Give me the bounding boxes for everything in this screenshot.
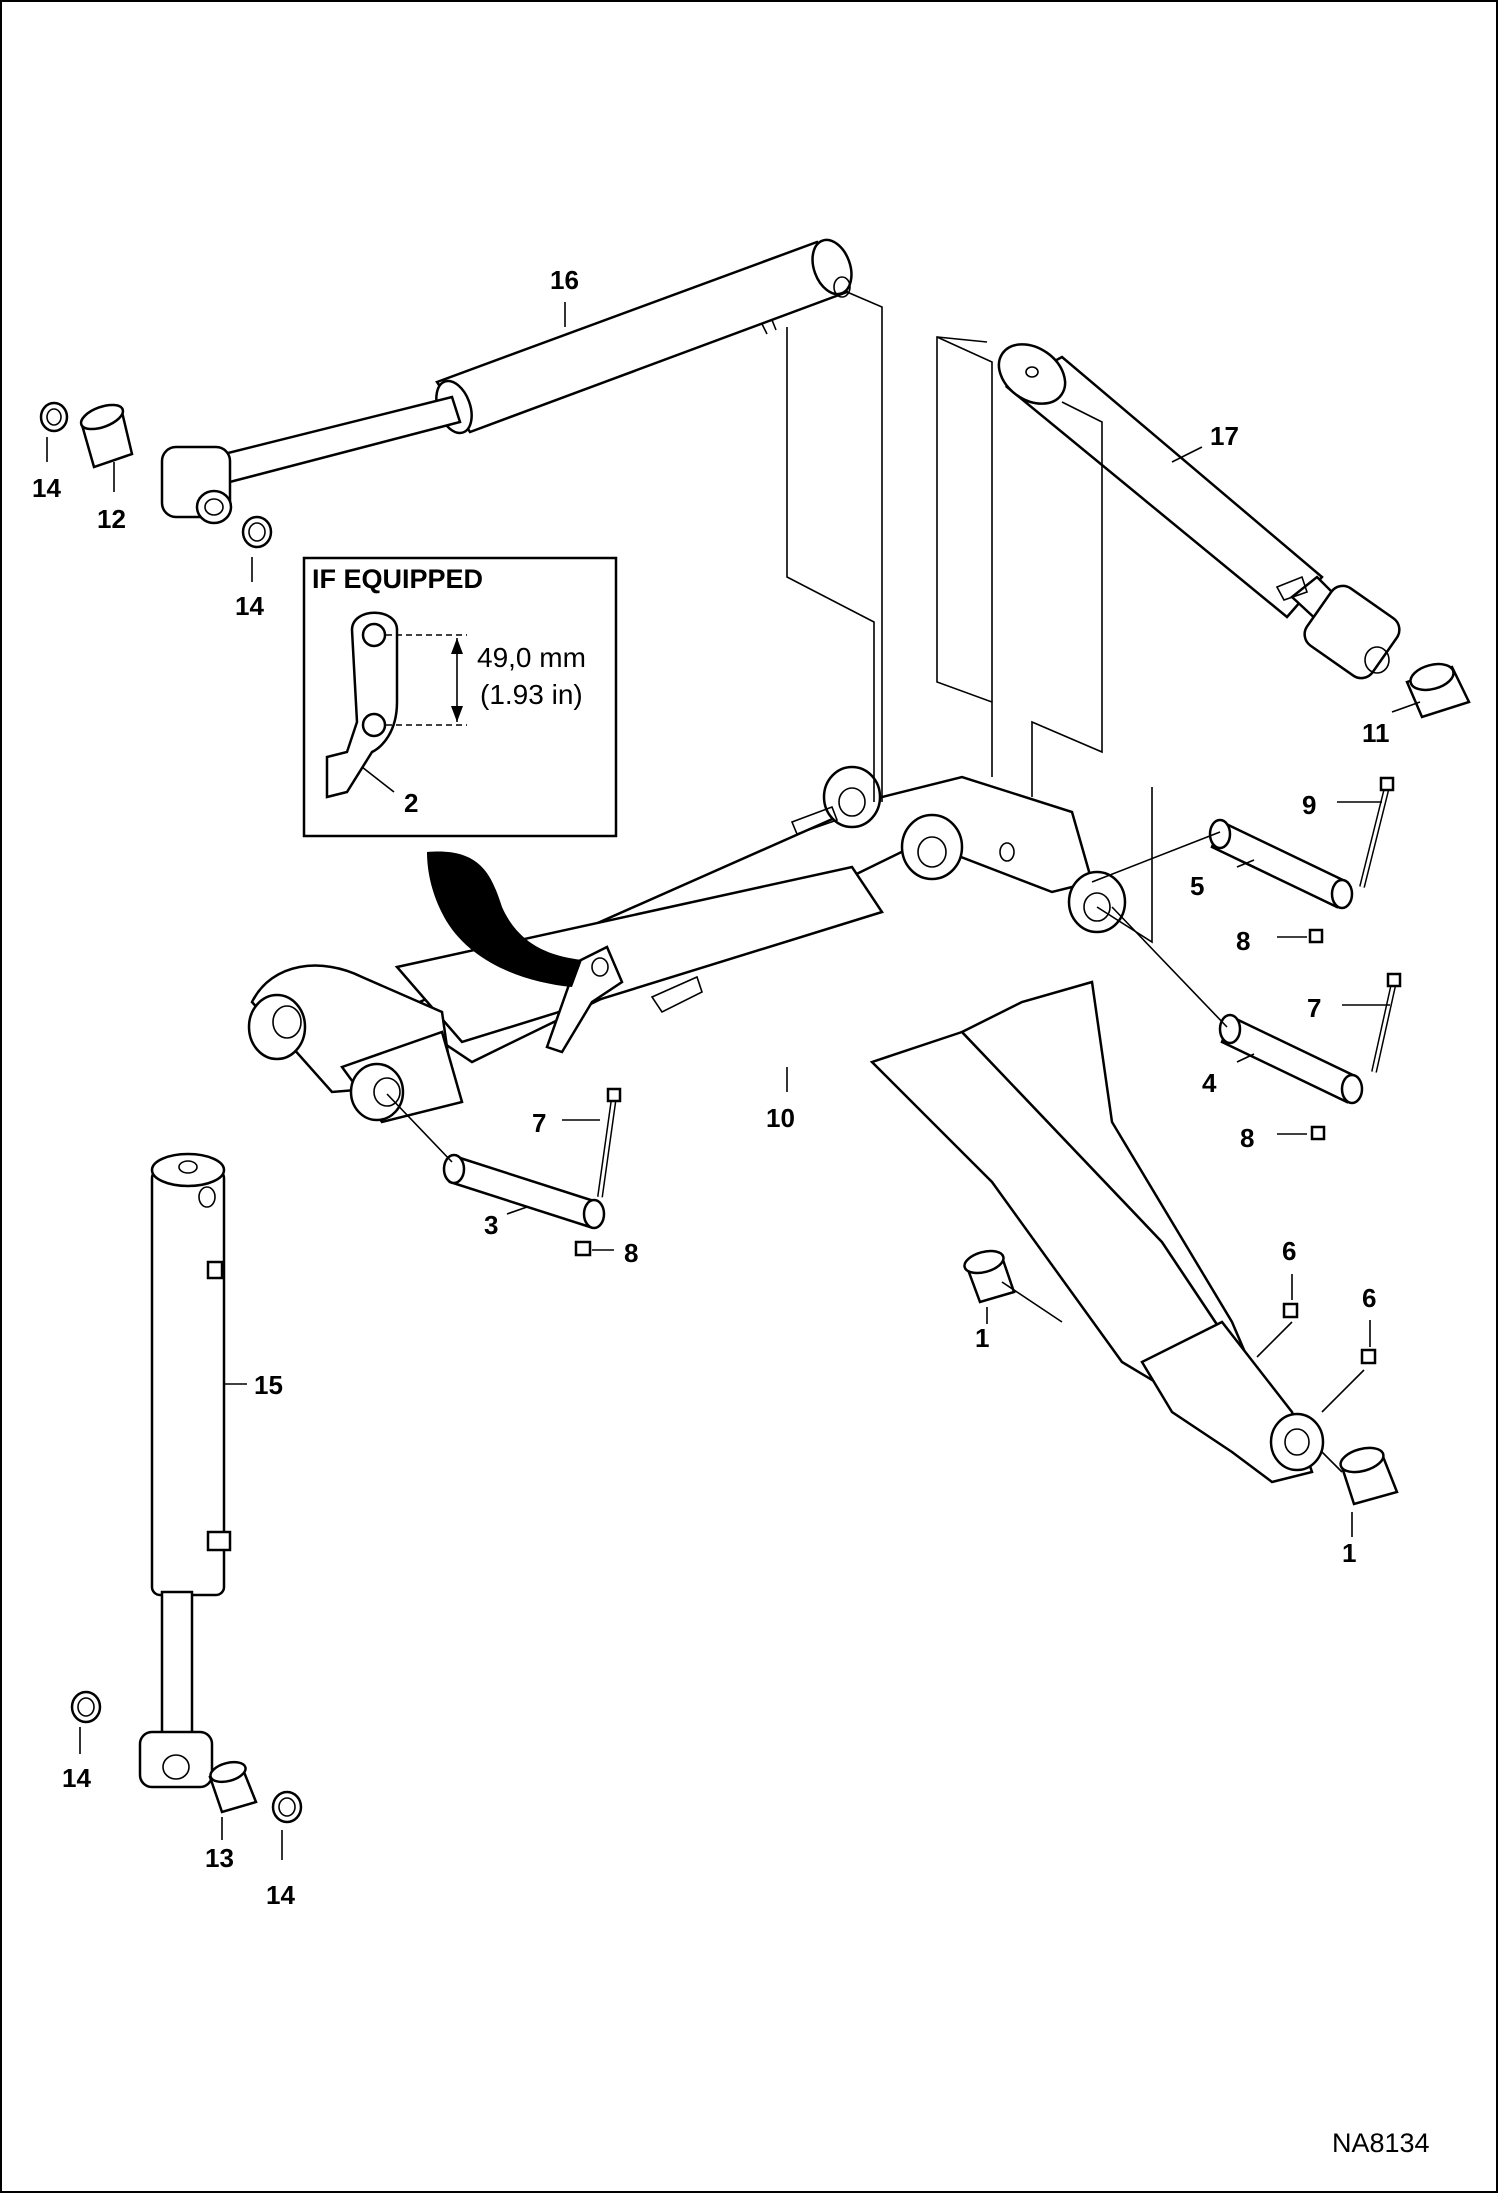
inset-title: IF EQUIPPED [312,564,483,594]
callout-12: 12 [97,504,126,534]
boom-10 [247,765,1325,1484]
if-equipped-inset: IF EQUIPPED 49,0 mm (1.93 in) 2 [302,556,618,838]
callout-8-left: 8 [624,1238,638,1268]
callout-11: 11 [1362,718,1390,748]
assembly-lines [386,291,1343,1473]
cylinder-15 [138,1152,232,1789]
inset-pointer-arrow [427,851,582,987]
dimension-metric: 49,0 mm [477,642,586,673]
cylinder-17 [997,343,1401,680]
callout-7-left: 7 [532,1108,546,1138]
callout-14-top-left: 14 [32,473,61,503]
callout-4: 4 [1202,1068,1217,1098]
hardware-parts [39,401,1471,1824]
callout-14-lower-left: 14 [62,1763,91,1793]
callout-6-left: 6 [1282,1236,1296,1266]
dimension-imperial: (1.93 in) [480,679,583,710]
figure-id: NA8134 [1332,2128,1430,2158]
callout-1-lower: 1 [1342,1538,1356,1568]
callout-10: 10 [766,1103,795,1133]
callout-14-top: 14 [235,591,264,621]
callout-2: 2 [404,788,418,818]
callout-labels: 16 17 14 12 14 11 9 5 8 7 4 8 7 10 3 8 6… [32,265,1390,1910]
cylinder-16 [160,238,853,525]
callout-9: 9 [1302,790,1316,820]
callout-8-upper-right: 8 [1236,926,1250,956]
callout-14-lower: 14 [266,1880,295,1910]
callout-1-upper: 1 [975,1323,989,1353]
callout-17: 17 [1210,421,1239,451]
callout-7-right: 7 [1307,993,1321,1023]
callout-8-lower-right: 8 [1240,1123,1254,1153]
callout-3: 3 [484,1210,498,1240]
callout-13: 13 [205,1843,234,1873]
callout-5: 5 [1190,871,1204,901]
callout-15: 15 [254,1370,283,1400]
leader-lines [46,302,1421,1860]
callout-6-right: 6 [1362,1283,1376,1313]
callout-16: 16 [550,265,579,295]
